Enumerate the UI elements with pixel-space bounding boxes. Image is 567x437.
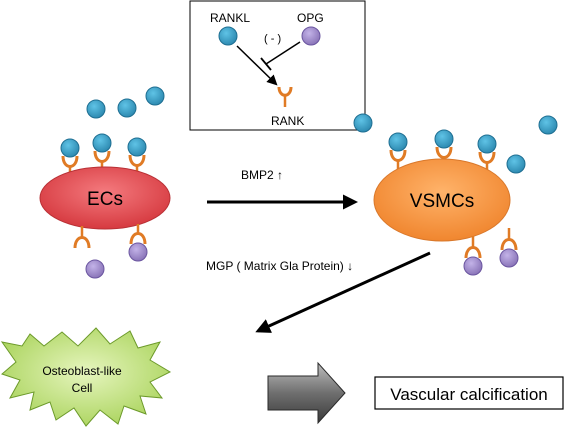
- outcome-label: Vascular calcification: [390, 385, 547, 404]
- vsmc-cell: VSMCs: [353, 113, 558, 276]
- rankl-label: RANKL: [210, 11, 250, 25]
- endothelial-cell: ECs: [39, 86, 171, 279]
- receptor-icon: [73, 226, 91, 249]
- rankl-ball-icon: [477, 134, 497, 154]
- outcome-box: Vascular calcification: [374, 376, 564, 410]
- inhibition-label: ( - ): [264, 33, 281, 45]
- free-opg-icon: [85, 259, 105, 279]
- rankl-ball-icon: [388, 132, 408, 152]
- rankl-ball-icon: [218, 26, 238, 46]
- osteoblast-label-line2: Cell: [72, 381, 93, 395]
- opg-label: OPG: [297, 11, 324, 25]
- ec-cell-body: [39, 166, 171, 230]
- rank-receptor-icon: [277, 86, 293, 107]
- opg-ball-icon: [499, 248, 519, 268]
- rankl-ball-icon: [92, 133, 112, 153]
- free-rankl-icon: [353, 113, 373, 133]
- mgp-label: MGP ( Matrix Gla Protein) ↓: [206, 259, 353, 273]
- free-rankl-icon: [506, 154, 526, 174]
- opg-ball-icon: [301, 26, 321, 46]
- mgp-arrow: [255, 251, 431, 333]
- free-rankl-icon: [538, 115, 558, 135]
- big-block-arrow: [267, 361, 346, 425]
- opg-ball-icon: [128, 242, 148, 262]
- mgp-arrow-group: MGP ( Matrix Gla Protein) ↓: [206, 251, 431, 333]
- osteoblast-label-line1: Osteoblast-like: [42, 364, 122, 378]
- inhibition-line: [265, 41, 301, 65]
- receptor-icon: [129, 224, 147, 245]
- vsmc-bottom-receptors: [463, 228, 519, 276]
- osteoblast-cell: Osteoblast-like Cell: [0, 327, 172, 427]
- bmp2-label: BMP2 ↑: [241, 168, 283, 182]
- receptor-icon: [500, 228, 518, 251]
- mechanism-box-border: [189, 0, 366, 131]
- rankl-ball-icon: [434, 129, 454, 149]
- ec-bottom-receptors: [73, 224, 148, 262]
- free-rankl-icon: [86, 99, 106, 119]
- receptor-icon: [464, 236, 482, 259]
- bmp2-arrow-group: BMP2 ↑: [207, 168, 358, 210]
- activation-arrow: [236, 45, 278, 86]
- mechanism-box: RANKL OPG ( - ) RANK: [189, 0, 366, 131]
- outcome-box-border: [374, 376, 564, 410]
- rank-label: RANK: [271, 114, 304, 128]
- inhibition-bar: [260, 57, 272, 71]
- rankl-ball-icon: [127, 137, 147, 157]
- ec-label: ECs: [87, 189, 123, 210]
- free-rankl-icon: [145, 86, 165, 106]
- opg-ball-icon: [463, 256, 483, 276]
- rankl-ball-icon: [60, 138, 80, 158]
- free-rankl-icon: [117, 98, 137, 118]
- ec-top-receptors: [60, 133, 147, 178]
- vsmc-label: VSMCs: [410, 191, 474, 212]
- vsmc-cell-body: [373, 158, 511, 242]
- osteoblast-burst-shape: [0, 327, 172, 427]
